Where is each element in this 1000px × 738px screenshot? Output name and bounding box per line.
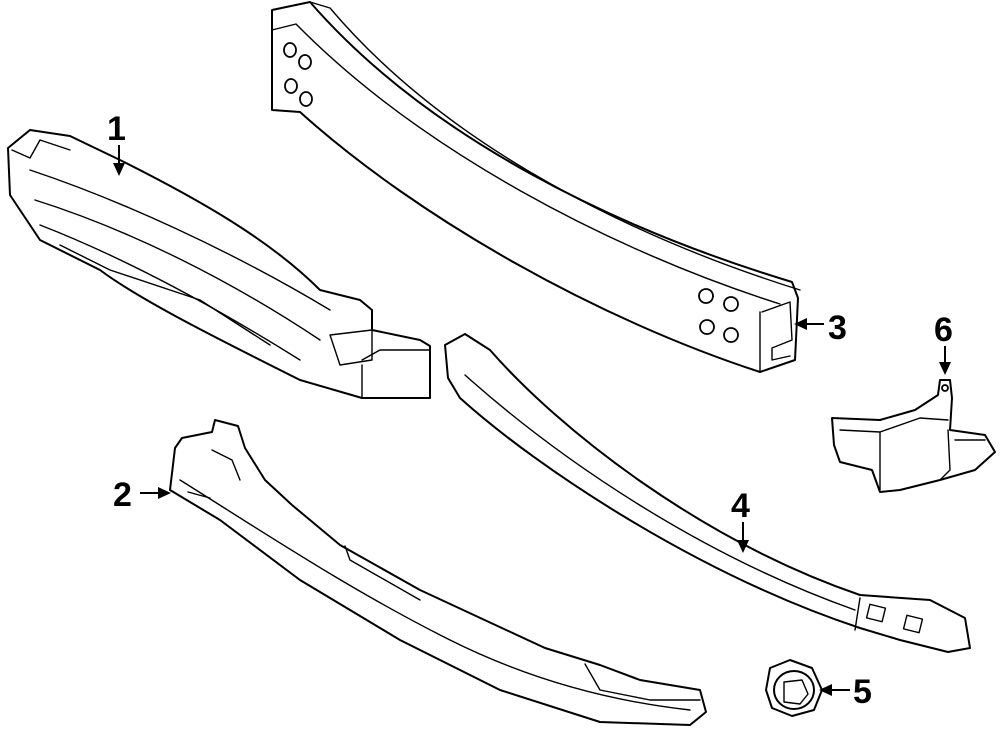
- part-5-flange-nut[interactable]: [765, 659, 823, 717]
- callout-6[interactable]: 6: [934, 311, 953, 375]
- callout-1[interactable]: 1: [107, 110, 126, 176]
- callout-3[interactable]: 3: [794, 309, 847, 347]
- callout-2[interactable]: 2: [113, 476, 171, 514]
- part-3-reinforcement-bar[interactable]: [271, 1, 801, 373]
- callout-6-label: 6: [934, 311, 953, 349]
- callout-5-label: 5: [853, 673, 872, 711]
- callout-2-label: 2: [113, 476, 132, 514]
- callout-3-label: 3: [828, 309, 847, 347]
- part-2-lower-cover[interactable]: [169, 419, 707, 726]
- part-1-energy-absorber[interactable]: [7, 129, 431, 399]
- callout-1-label: 1: [107, 110, 126, 148]
- callout-4-label: 4: [731, 487, 750, 525]
- part-6-bracket[interactable]: [831, 379, 996, 493]
- callout-4[interactable]: 4: [731, 487, 750, 553]
- callout-5[interactable]: 5: [819, 673, 872, 711]
- part-4-curved-absorber[interactable]: [444, 333, 971, 653]
